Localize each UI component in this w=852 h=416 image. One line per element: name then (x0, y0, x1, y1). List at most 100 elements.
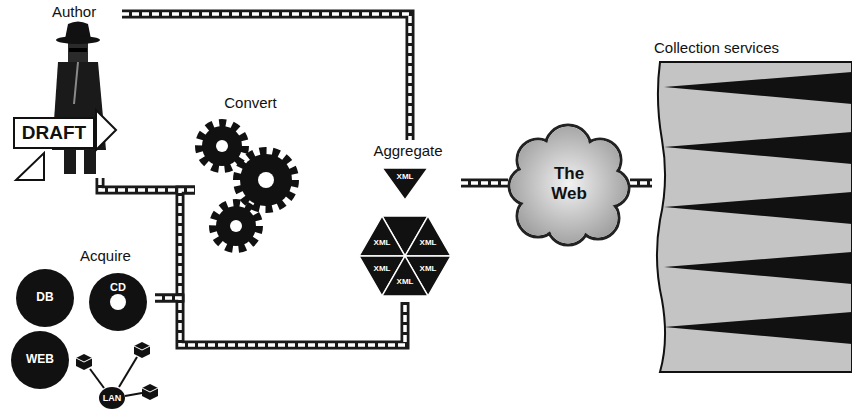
sign-triangle (96, 110, 116, 150)
aggregate-group: AggregateXML XML XML XML XML XML (355, 140, 461, 302)
group-heading: Acquire (80, 247, 131, 264)
shelf-wedge (664, 312, 852, 344)
collection-group: Collection services (652, 38, 850, 374)
group-heading: Author (52, 3, 96, 20)
disc-outline (99, 387, 125, 409)
gear-body (216, 206, 256, 246)
shape-label: XML (397, 172, 414, 181)
shape-label: XML (397, 277, 414, 286)
cloud-outline (509, 125, 629, 245)
leg (84, 150, 96, 174)
shelf-wedge (664, 132, 852, 164)
source-disc: WEB (10, 330, 70, 390)
disc-outline (11, 331, 69, 389)
gears (199, 123, 295, 249)
glasses (69, 48, 87, 52)
xml-triangle: XML (359, 216, 405, 256)
convert-group: Convert (195, 92, 306, 256)
node-shape (405, 216, 451, 256)
source-disc: LAN (98, 386, 126, 410)
node-shape (382, 256, 428, 296)
chain-connector (155, 190, 195, 298)
gear-teeth (199, 123, 245, 169)
shelf-wedge (664, 252, 852, 284)
gear-body (240, 154, 292, 206)
network-cube (134, 342, 150, 358)
chain-outline (461, 179, 508, 188)
cloud-fill (511, 127, 628, 244)
shelf-band (657, 62, 852, 372)
source-disc: CD (88, 272, 148, 332)
chain-outline (630, 179, 652, 188)
node-shape (359, 216, 405, 256)
leg (64, 150, 76, 174)
chain-links (122, 14, 410, 140)
author-group: AuthorDRAFT (10, 2, 122, 178)
triangle-outline (382, 168, 428, 200)
shape-label: XML (420, 238, 437, 247)
chain-connector (122, 14, 410, 140)
network-wire (90, 369, 104, 388)
gear (237, 151, 295, 209)
cube-edge (76, 358, 92, 362)
xml-triangle: XML (382, 168, 428, 200)
chain-connector (630, 183, 652, 184)
gear (199, 123, 245, 169)
shelf-wedge (664, 192, 852, 224)
sign-corner (16, 153, 44, 180)
chain-outline (155, 298, 405, 345)
cloud-label: The Web (543, 164, 595, 203)
shelf-wedge (664, 72, 852, 104)
network-wire (125, 393, 142, 396)
group-heading: Collection services (654, 39, 779, 56)
triangle-outline (382, 256, 428, 296)
disc-outline (89, 273, 147, 331)
sign-text: DRAFT (22, 122, 86, 144)
gear-hole (216, 140, 228, 152)
triangle-outline (359, 216, 405, 256)
network-cube (76, 354, 92, 370)
xml-triangle: XML (382, 256, 428, 296)
shape-label: DB (36, 291, 53, 305)
shape-label: WEB (26, 353, 54, 367)
shape-label: XML (420, 264, 437, 273)
web-cloud: The Web (508, 120, 630, 248)
chain-links (630, 181, 652, 185)
disc-hole (110, 294, 126, 310)
chain-connector (155, 298, 405, 345)
collection-shelf (657, 62, 852, 372)
group-heading: Convert (195, 94, 306, 111)
gear-teeth (213, 203, 259, 249)
chain-outline (122, 14, 410, 140)
shape-label: XML (374, 264, 391, 273)
cube-edge (142, 388, 158, 392)
gear-teeth (237, 151, 295, 209)
shape-label: LAN (103, 393, 122, 403)
chain-links (155, 298, 405, 345)
head (68, 42, 88, 62)
cloud-puff (511, 169, 546, 204)
chain-links (461, 181, 508, 185)
gear-hole (230, 220, 242, 232)
triangle-outline (405, 216, 451, 256)
shape-label: CD (110, 281, 126, 294)
hat-brim (56, 36, 100, 44)
cube-edge (134, 346, 150, 350)
chain-links (155, 190, 195, 298)
shape-label: XML (374, 238, 391, 247)
acquire-group: AcquireDB CD WEB LAN (5, 246, 155, 412)
network-cube (142, 384, 158, 400)
gear-hole (258, 172, 274, 188)
draft-sign (14, 118, 94, 148)
network-wire (119, 357, 137, 387)
group-heading: Aggregate (355, 142, 461, 159)
gear-body (202, 126, 242, 166)
chain-connector (461, 183, 508, 184)
gear (213, 203, 259, 249)
coat-lapel (74, 62, 78, 104)
chain-outline (155, 190, 195, 298)
disc-outline (16, 269, 74, 327)
